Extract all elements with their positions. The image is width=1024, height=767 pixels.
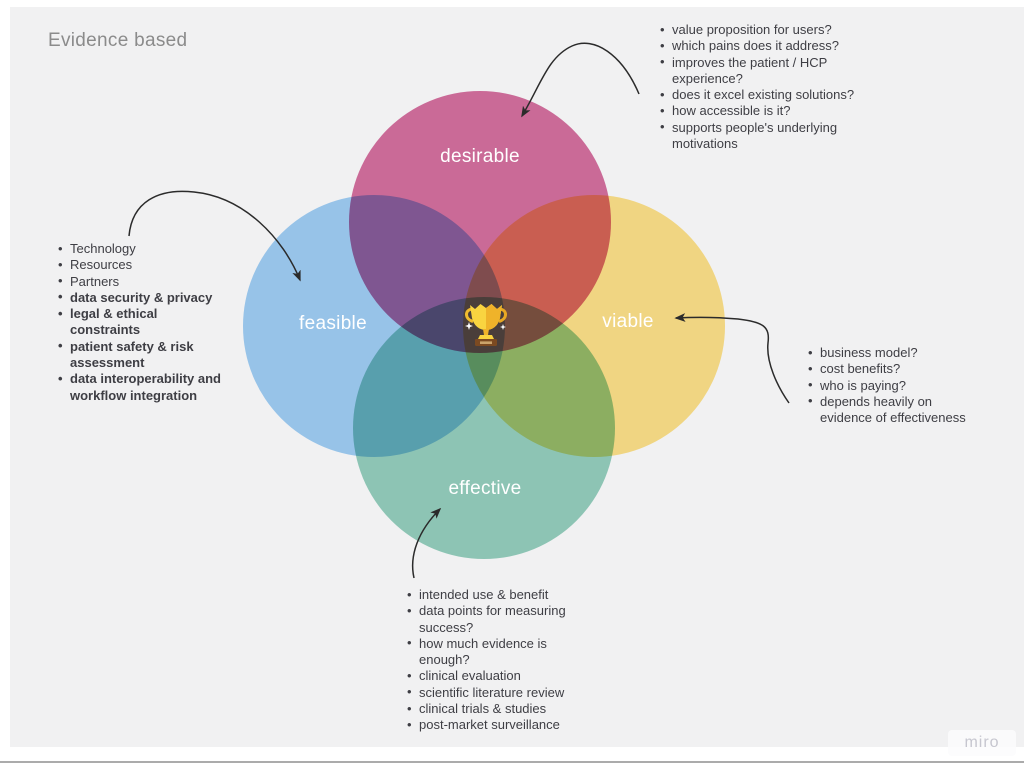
- note-item: scientific literature review: [406, 684, 596, 701]
- note-item: who is paying?: [807, 377, 985, 394]
- note-item: clinical evaluation: [406, 668, 596, 685]
- note-item: Resources: [57, 257, 252, 274]
- note-item: supports people's underlying motivations: [659, 119, 887, 153]
- note-item: how accessible is it?: [659, 103, 887, 120]
- note-item: business model?: [807, 344, 985, 361]
- notes-viable[interactable]: business model? cost benefits? who is pa…: [807, 344, 985, 427]
- note-item: depends heavily on evidence of effective…: [807, 393, 985, 427]
- note-item: does it excel existing solutions?: [659, 87, 887, 104]
- note-item: clinical trials & studies: [406, 701, 596, 718]
- window-bottom-border: [0, 761, 1024, 763]
- note-item: data interoperability and workflow integ…: [57, 371, 252, 404]
- note-item: intended use & benefit: [406, 586, 596, 603]
- notes-feasible[interactable]: Technology Resources Partners data secur…: [57, 240, 252, 404]
- note-item: which pains does it address?: [659, 38, 887, 55]
- note-item: Partners: [57, 273, 252, 290]
- note-item: how much evidence is enough?: [406, 635, 596, 669]
- note-item: post-market surveillance: [406, 717, 596, 734]
- circle-label-effective: effective: [448, 478, 522, 499]
- note-item: legal & ethical constraints: [57, 306, 252, 339]
- note-item: improves the patient / HCP experience?: [659, 54, 887, 88]
- note-item: value proposition for users?: [659, 21, 887, 38]
- trophy-icon[interactable]: [462, 299, 510, 348]
- note-item: cost benefits?: [807, 361, 985, 378]
- circle-label-desirable: desirable: [440, 146, 520, 167]
- circle-label-viable: viable: [602, 311, 654, 332]
- notes-desirable[interactable]: value proposition for users? which pains…: [659, 21, 887, 153]
- note-item: data points for measuring success?: [406, 603, 596, 636]
- miro-watermark: miro: [948, 730, 1016, 756]
- note-item: data security & privacy: [57, 289, 252, 306]
- note-item: patient safety & risk assessment: [57, 338, 252, 372]
- notes-effective[interactable]: intended use & benefit data points for m…: [406, 586, 596, 734]
- board-title-text[interactable]: Evidence based: [48, 30, 188, 51]
- note-item: Technology: [57, 240, 252, 257]
- circle-label-feasible: feasible: [299, 313, 367, 334]
- miro-watermark-label: miro: [964, 734, 1000, 751]
